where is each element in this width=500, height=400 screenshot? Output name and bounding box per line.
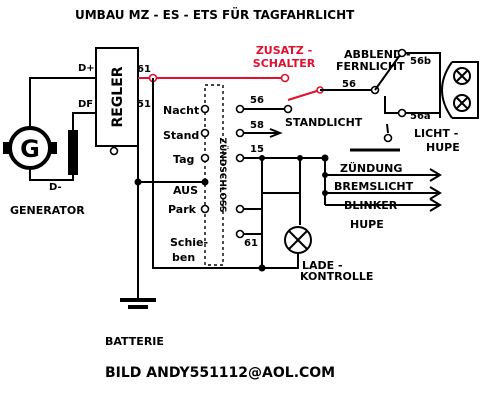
output-zuendung-label: ZÜNDUNG [340,161,402,175]
ign-terminal-aus [201,178,209,186]
ign-out-61 [235,229,245,239]
generator-d-minus-label: D- [49,182,62,193]
regler-ground-terminal [109,146,119,156]
ign-out-56 [235,104,245,114]
terminal-56b [397,48,407,58]
licht-hupe-label-1: LICHT - [414,127,458,140]
junction-15-bus [321,154,329,162]
junction-bremslicht [322,190,328,196]
junction-zuendung [322,172,328,178]
footer-credit: BILD ANDY551112@AOL.COM [105,365,335,381]
ign-terminal-park [200,204,210,214]
label-56b: 56b [410,56,431,67]
diagram-title: UMBAU MZ - ES - ETS FÜR TAGFAHRLICHT [75,7,355,22]
ign-out-park [235,204,245,214]
output-blinker: BLINKER [325,198,442,212]
ign-out-58 [235,128,245,138]
pos-park: Park [168,203,197,216]
label-56a: 56a [410,111,431,122]
wire-d-plus [29,77,96,128]
zusatz-label-1: ZUSATZ - [256,44,312,57]
field-coil [68,130,78,175]
ign-58-label: 58 [250,120,264,131]
wire-lamp-bottom [262,253,299,269]
headlamp-symbol [441,61,479,119]
generator-d-plus-label: D+ [78,63,95,74]
ign-out-15 [235,153,245,163]
output-blinker-label: BLINKER [344,199,398,212]
lade-label-2: KONTROLLE [300,270,373,283]
output-bremslicht: BREMSLICHT [325,180,442,200]
regler-box [95,47,139,147]
pos-stand: Stand [163,129,199,142]
wire-d-minus [29,168,74,181]
generator-df-label: DF [78,99,93,110]
regler-61-label: 61 [137,64,151,75]
ign-56-label: 56 [250,95,264,106]
abblend-label-1: ABBLEND - [344,48,411,61]
wire-park [244,158,263,210]
wire-df [72,112,96,130]
abblend-label-2: FERNLICHT [336,60,405,73]
arrow-58 [269,128,283,138]
batterie-label: BATTERIE [105,335,164,348]
switch-56-terminal [283,104,293,114]
wire-56b [405,52,441,62]
ign-terminal-tag [200,153,210,163]
wire-abblend-56a [384,96,398,114]
lade-label-1: LADE - [302,259,343,272]
pos-tag: Tag [173,153,194,166]
regler-51-label: 51 [137,99,151,110]
pos-aus: AUS [173,184,198,197]
zusatz-terminal [280,73,290,83]
licht-hupe-label-2: HUPE [426,141,460,154]
generator-label: GENERATOR [10,204,85,217]
zusatz-label-2: SCHALTER [253,57,316,70]
zusatz-switch-blade [287,89,321,101]
licht-hupe-terminal [383,133,393,143]
ign-terminal-stand [200,128,210,138]
wire-61-lamp [244,233,263,268]
ign-15-label: 15 [250,144,264,155]
generator-symbol: G [3,126,57,170]
terminal-56a [397,108,407,118]
generator-letter: G [20,135,40,163]
wire-56a [405,107,441,114]
ign-terminal-nacht [200,104,210,114]
zuendschloss-label: ZÜNDSCHLOSS [217,137,228,212]
output-bremslicht-label: BREMSLICHT [334,180,414,193]
abblend-switch-blade [374,54,401,91]
output-hupe-label: HUPE [350,218,384,231]
ladekontrolle-lamp [284,226,312,254]
standlicht-label: STANDLICHT [285,116,363,129]
junction-15 [259,155,265,161]
regler-label: REGLER [110,66,126,127]
zuendschloss-outline [204,84,224,266]
pos-schieben-2: ben [172,251,195,264]
pos-nacht: Nacht [163,104,199,117]
licht-hupe-tick [386,123,389,134]
pos-schieben-1: Schie- [170,236,208,249]
abblend-56-label: 56 [342,79,356,90]
ign-61-label: 61 [244,238,258,249]
battery-plate-short [128,305,148,309]
battery-plate-long [120,298,156,302]
output-zuendung: ZÜNDUNG [325,161,442,182]
